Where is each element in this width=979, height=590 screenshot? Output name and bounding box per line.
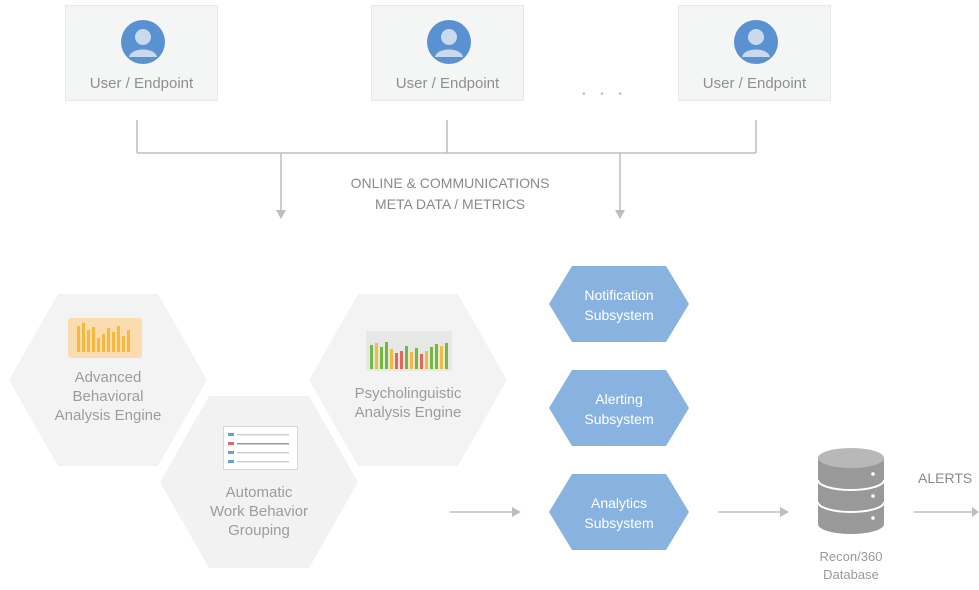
- user-endpoint-label: User / Endpoint: [395, 75, 500, 92]
- hexagon-advanced-engine: [9, 294, 207, 466]
- grouping-engine-line3: Grouping: [228, 522, 290, 539]
- arrow-head-to-database: [780, 507, 789, 517]
- grouping-engine-line2: Work Behavior: [209, 503, 309, 520]
- grouping-engine-line1: Automatic: [225, 484, 293, 501]
- alerts-label: ALERTS: [918, 470, 973, 486]
- user-avatar-icon: [121, 20, 165, 64]
- database-icon: [817, 448, 885, 534]
- user-avatar-icon: [734, 20, 778, 64]
- hexagon-psycholinguistic-engine: [309, 294, 507, 466]
- hexagon-grouping-engine: [160, 396, 358, 568]
- advanced-engine-line2: Behavioral: [72, 388, 144, 405]
- user-endpoint-card: User / Endpoint: [65, 5, 218, 101]
- user-endpoint-label: User / Endpoint: [89, 75, 194, 92]
- arrow-head-alerts: [972, 507, 979, 517]
- grouping-engine-label: Automatic Work Behavior Grouping: [184, 483, 334, 540]
- psycholinguistic-engine-label: Psycholinguistic Analysis Engine: [333, 384, 483, 422]
- database-label-line2: Database: [823, 567, 879, 582]
- user-endpoint-card: User / Endpoint: [371, 5, 524, 101]
- advanced-engine-line1: Advanced: [74, 369, 142, 386]
- psycholinguistic-engine-line1: Psycholinguistic: [354, 385, 462, 402]
- user-endpoint-label: User / Endpoint: [702, 75, 807, 92]
- flow-caption-line2: META DATA / METRICS: [374, 196, 526, 212]
- analytics-subsystem-line1: Analytics: [590, 495, 648, 511]
- alerting-subsystem-line1: Alerting: [595, 391, 643, 407]
- notification-subsystem-line1: Notification: [584, 287, 654, 303]
- flow-caption-line1: ONLINE & COMMUNICATIONS: [350, 175, 550, 191]
- analytics-subsystem-shape: [549, 474, 689, 550]
- alerting-subsystem-line2: Subsystem: [584, 411, 654, 427]
- notification-subsystem-shape: [549, 266, 689, 342]
- notification-subsystem-label: Notification Subsystem: [549, 285, 689, 325]
- user-avatar-icon: [427, 20, 471, 64]
- analytics-subsystem-label: Analytics Subsystem: [549, 493, 689, 533]
- arrow-head-left-down: [276, 210, 286, 219]
- arrow-head-right-down: [615, 210, 625, 219]
- advanced-engine-label: Advanced Behavioral Analysis Engine: [33, 368, 183, 425]
- bar-chart-icon: [68, 318, 142, 358]
- notification-subsystem-line2: Subsystem: [584, 307, 654, 323]
- database-label-line1: Recon/360: [819, 549, 883, 564]
- alerting-subsystem-label: Alerting Subsystem: [549, 389, 689, 429]
- psycholinguistic-engine-line2: Analysis Engine: [354, 404, 462, 421]
- multicolor-bar-chart-icon: [366, 331, 452, 371]
- flow-caption: ONLINE & COMMUNICATIONS META DATA / METR…: [300, 173, 600, 215]
- database-label: Recon/360 Database: [786, 548, 916, 584]
- advanced-engine-line3: Analysis Engine: [54, 407, 162, 424]
- alerting-subsystem-shape: [549, 370, 689, 446]
- analytics-subsystem-line2: Subsystem: [584, 515, 654, 531]
- ellipsis-more-users: • • •: [581, 89, 629, 100]
- grouping-list-icon: [223, 426, 298, 470]
- user-endpoint-card: User / Endpoint: [678, 5, 831, 101]
- arrow-head-to-analytics: [512, 507, 521, 517]
